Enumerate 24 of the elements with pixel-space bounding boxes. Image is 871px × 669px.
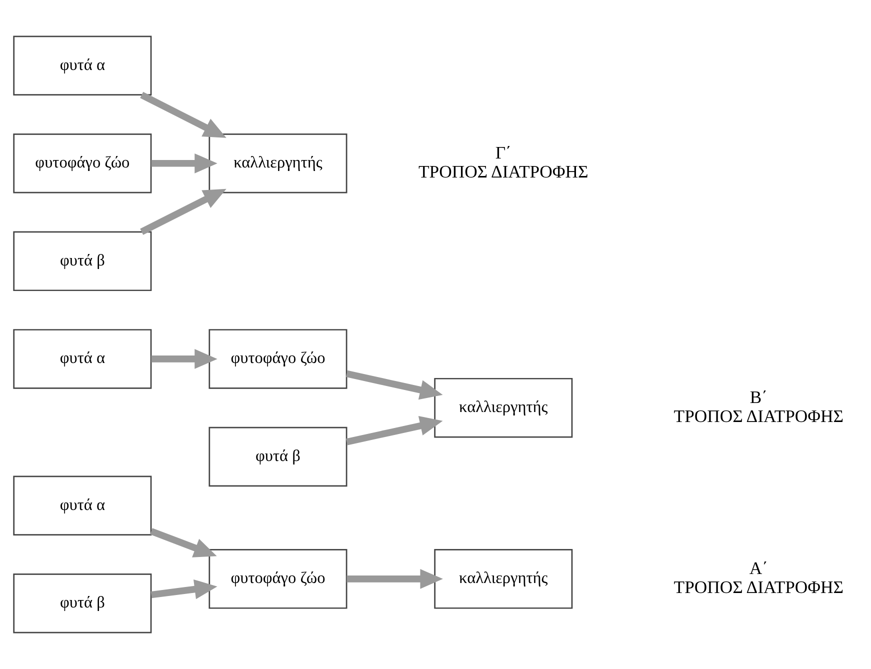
arrow [150,528,217,558]
arrow [346,416,443,446]
arrow [346,370,443,400]
node-box: φυτά α [13,476,152,536]
arrow [140,92,226,138]
label: Β΄ ΤΡΟΠΟΣ ΔΙΑΤΡΟΦΗΣ [674,386,844,426]
node-box: φυτά α [13,329,152,389]
arrow [140,188,226,235]
label: Α΄ ΤΡΟΠΟΣ ΔΙΑΤΡΟΦΗΣ [674,558,844,598]
arrow [151,153,218,174]
node-box: φυτά β [208,426,348,487]
arrow [150,579,218,600]
node-box: φυτοφάγο ζώο [208,549,348,609]
node-box: καλλιεργητής [208,134,348,194]
node-box: φυτά α [13,36,152,96]
node-box: φυτά β [13,231,152,292]
node-box: φυτοφάγο ζώο [208,329,348,389]
label: Γ΄ ΤΡΟΠΟΣ ΔΙΑΤΡΟΦΗΣ [418,142,588,182]
node-box: καλλιεργητής [434,549,573,609]
arrow [346,568,443,589]
node-box: φυτοφάγο ζώο [13,134,152,194]
node-box: καλλιεργητής [434,378,573,438]
node-box: φυτά β [13,574,152,634]
arrow [151,349,218,369]
